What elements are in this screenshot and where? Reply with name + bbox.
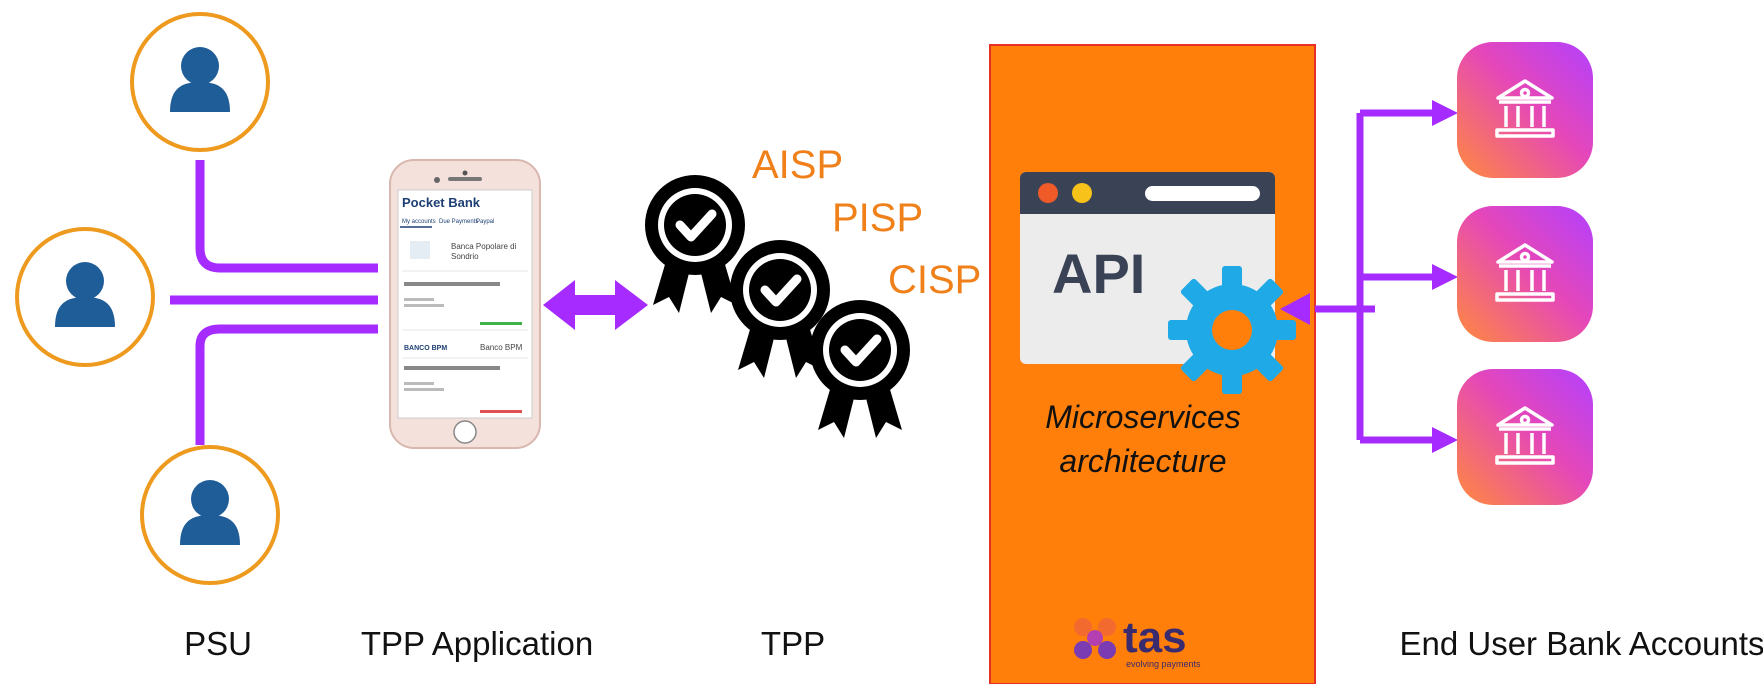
bank-tile-3 <box>1457 369 1593 505</box>
api-caption-line1: Microservices <box>1045 399 1241 435</box>
label-tpp-application: TPP Application <box>361 625 593 662</box>
phone-bank1-name-line2: Sondrio <box>451 252 479 261</box>
window-address-bar <box>1145 186 1260 201</box>
bank-tile-1 <box>1457 42 1593 178</box>
api-caption-line2: architecture <box>1059 443 1226 479</box>
bank-connectors <box>1315 109 1440 444</box>
bank-tile-2 <box>1457 206 1593 342</box>
cert-label-aisp: AISP <box>752 143 843 187</box>
user-circle-bottom <box>140 445 280 585</box>
connector-top-user <box>195 160 378 273</box>
phone-bank2-logo: BANCO BPM <box>404 345 447 352</box>
label-tpp: TPP <box>761 625 825 662</box>
bank-arrowheads <box>1280 100 1458 453</box>
connector-bottom-user <box>195 324 378 445</box>
gear-icon <box>1168 266 1296 394</box>
certificate-badge-icon <box>645 175 745 313</box>
user-circle-top <box>130 12 270 152</box>
window-close-dot <box>1038 183 1058 203</box>
cert-label-cisp: CISP <box>888 258 981 302</box>
psu-connectors <box>170 160 378 445</box>
arrowhead-to-bank-1 <box>1432 100 1458 126</box>
cert-label-pisp: PISP <box>832 196 923 240</box>
arrowhead-to-bank-2 <box>1432 264 1458 290</box>
phone-bank2-name: Banco BPM <box>480 343 523 352</box>
double-arrow-app-tpp <box>543 280 648 330</box>
api-window-label: API <box>1052 242 1145 305</box>
phone-tab-accounts: My accounts <box>402 219 436 225</box>
phone-tab-due-payments: Due Payments <box>439 219 478 225</box>
tas-logo-tagline: evolving payments <box>1126 659 1201 669</box>
window-minimize-dot <box>1072 183 1092 203</box>
certificate-badge-cisp <box>810 300 910 438</box>
tas-logo: tas evolving payments <box>1074 613 1201 669</box>
arrowhead-to-bank-3 <box>1432 427 1458 453</box>
label-psu: PSU <box>184 625 252 662</box>
phone-tab-paypal: Paypal <box>476 219 494 225</box>
phone-app-title: Pocket Bank <box>402 195 481 210</box>
certificate-badge-icon <box>810 300 910 438</box>
smartphone-icon: Pocket Bank My accounts Due Payments Pay… <box>389 159 541 449</box>
tas-logo-mark <box>1074 618 1116 659</box>
bank-logo-thumb <box>410 241 430 259</box>
tas-logo-text: tas <box>1123 613 1187 662</box>
certificate-badge-aisp <box>645 175 745 313</box>
label-end-user-bank-accounts: End User Bank Accounts <box>1399 625 1763 662</box>
user-circle-middle <box>15 227 155 367</box>
arrowhead-to-api <box>1280 293 1310 325</box>
phone-bank1-name-line1: Banca Popolare di <box>451 242 517 251</box>
